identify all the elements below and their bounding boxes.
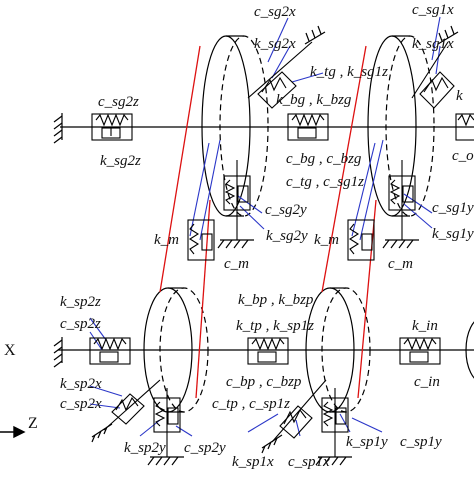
spring-damper-sg1x (411, 41, 455, 109)
spring-damper-in (399, 337, 441, 365)
spring-damper-sp2x (103, 379, 161, 431)
label-cm-right: c_m (388, 256, 413, 272)
parameter-labels: c_sg2x k_sg2x c_sg1x k_sg1x k_tg , k_sg1… (60, 2, 474, 470)
z-axis-arrow (0, 425, 26, 439)
mesh-lines (159, 45, 377, 399)
label-ksp2z: k_sp2z (60, 294, 101, 310)
label-kin: k_in (412, 318, 438, 334)
label-ctp-csp1z: c_tp , c_sp1z (212, 396, 290, 412)
spring-damper-sg2z (91, 113, 133, 141)
spring-damper-bp (247, 337, 289, 365)
spring-damper-sp1y (321, 388, 349, 457)
mesh-spring-right (347, 219, 375, 261)
output-disk-edge (465, 321, 474, 379)
label-cm-left: c_m (224, 256, 249, 272)
label-csp2z: c_sp2z (60, 316, 101, 332)
spring-damper-sp2z (89, 337, 131, 365)
label-csg1x: c_sg1x (412, 2, 454, 18)
label-csg2z: c_sg2z (98, 94, 139, 110)
label-csg2x: c_sg2x (254, 4, 296, 20)
z-axis-label: Z (28, 415, 38, 432)
label-csp2y: c_sp2y (184, 440, 226, 456)
label-k-right: k (456, 88, 463, 104)
spring-damper-sg2y (223, 160, 251, 240)
label-ksg1x: k_sg1x (412, 36, 454, 52)
x-axis-label: X (4, 342, 16, 359)
label-csp1y: c_sp1y (400, 434, 442, 450)
label-km-right: k_m (314, 232, 339, 248)
label-ktg-ksg1z: k_tg , k_sg1z (310, 64, 388, 80)
label-kbg-kbzg: k_bg , k_bzg (276, 92, 352, 108)
label-csp1x: c_sp1x (288, 454, 330, 470)
label-ksp2y: k_sp2y (124, 440, 166, 456)
label-ksg1y: k_sg1y (432, 226, 474, 242)
label-ksg2x: k_sg2x (254, 36, 296, 52)
spring-damper-sp2y (153, 388, 181, 457)
label-km-left: k_m (154, 232, 179, 248)
spring-damper-sp1x (271, 379, 327, 443)
label-ktp-ksp1z: k_tp , k_sp1z (236, 318, 314, 334)
label-ksp1y: k_sp1y (346, 434, 388, 450)
label-csg2y: c_sg2y (265, 202, 307, 218)
label-ksg2y: k_sg2y (266, 228, 308, 244)
label-ctg-csg1z: c_tg , c_sg1z (286, 174, 364, 190)
gear-disk-left (201, 35, 269, 217)
label-co-right: c_o (452, 148, 474, 164)
label-ksg2z: k_sg2z (100, 153, 141, 169)
spring-damper-right-gear (455, 113, 474, 141)
spring-damper-bg (287, 113, 329, 141)
label-kbp-kbzp: k_bp , k_bzp (238, 292, 314, 308)
label-ksp1x: k_sp1x (232, 454, 274, 470)
label-cbp-cbzp: c_bp , c_bzp (226, 374, 302, 390)
spring-damper-sg1y (388, 160, 416, 240)
label-csp2x: c_sp2x (60, 396, 102, 412)
spring-damper-sg2x (247, 41, 313, 109)
label-ksp2x: k_sp2x (60, 376, 102, 392)
mesh-spring-left (187, 219, 215, 261)
label-cbg-cbzg: c_bg , c_bzg (286, 151, 362, 167)
label-csg1y: c_sg1y (432, 200, 474, 216)
label-cin: c_in (414, 374, 440, 390)
gear-disk-right (367, 35, 435, 217)
